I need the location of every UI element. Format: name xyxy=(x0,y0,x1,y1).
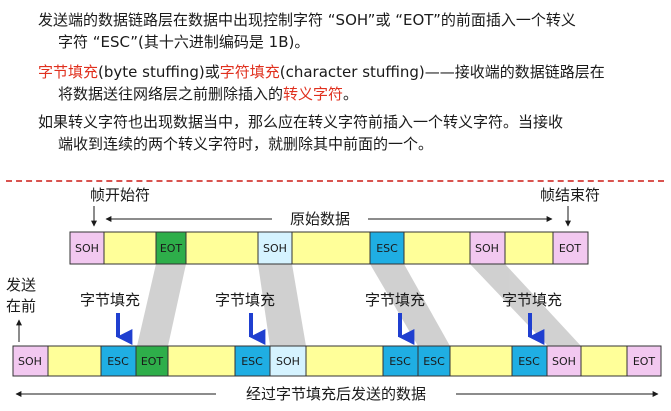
stuffed-esc-1-label: ESC xyxy=(107,355,129,368)
term-byte-stuffing-en: (byte stuffing)或 xyxy=(98,63,220,81)
para-1-line-2: 字符 “ESC”(其十六进制编码是 1B)。 xyxy=(58,33,310,51)
original-esc-data xyxy=(369,231,405,265)
para-3-line-1: 如果转义字符也出现数据当中，那么应在转义字符前插入一个转义字符。当接收 xyxy=(38,113,564,131)
para-3-line-2: 端收到连续的两个转义字符时，就删除其中前面的一个。 xyxy=(58,135,434,153)
connector-1 xyxy=(137,264,186,346)
stuffed-esc-3 xyxy=(382,345,419,377)
stuffed-esc-data xyxy=(417,345,451,377)
stuffed-eot-data-label: EOT xyxy=(141,355,164,368)
stuffing-label-1: 字节填充 xyxy=(80,291,140,309)
original-eot-end-label: EOT xyxy=(559,242,582,255)
stuffed-frame: SOH ESC EOT ESC SOH ESC ESC ESC SOH EOT xyxy=(12,345,662,377)
original-esc-data-label: ESC xyxy=(376,242,398,255)
original-soh-start xyxy=(69,231,105,265)
stuffing-callouts: 字节填充 字节填充 字节填充 字节填充 xyxy=(80,291,562,345)
term-character-stuffing: 字符填充 xyxy=(219,63,280,81)
original-soh-data-2-label: SOH xyxy=(475,242,499,255)
send-first-label-2: 在前 xyxy=(6,297,36,315)
para-2-line-2-a: 将数据送往网络层之前删除插入的 xyxy=(58,85,284,103)
stuffed-soh-data-label: SOH xyxy=(276,355,300,368)
stuffing-label-2: 字节填充 xyxy=(215,291,275,309)
connector-shadows xyxy=(137,264,581,346)
term-byte-stuffing: 字节填充 xyxy=(38,63,99,81)
original-soh-data-label: SOH xyxy=(263,242,287,255)
stuffed-esc-2 xyxy=(234,345,271,377)
para-2-line-1: 字节填充(byte stuffing)或字符填充(character stuff… xyxy=(38,62,605,82)
term-escape-char: 转义字符 xyxy=(283,85,344,103)
stuffed-esc-2-label: ESC xyxy=(241,355,263,368)
stuffed-data-label: 经过字节填充后发送的数据 xyxy=(246,385,426,403)
stuffed-soh-start-label: SOH xyxy=(18,355,42,368)
stuffed-esc-4-label: ESC xyxy=(518,355,540,368)
original-data-label: 原始数据 xyxy=(290,210,350,228)
original-soh-data-2 xyxy=(469,231,506,265)
stuffed-eot-end xyxy=(626,345,662,377)
stuffing-label-3: 字节填充 xyxy=(365,291,425,309)
stuffed-soh-data-2-label: SOH xyxy=(552,355,576,368)
frame-start-label: 帧开始符 xyxy=(90,186,150,204)
original-soh-data xyxy=(257,231,293,265)
stuffed-esc-3-label: ESC xyxy=(389,355,411,368)
stuffed-soh-data xyxy=(269,345,307,377)
para-1-line-1: 发送端的数据链路层在数据中出现控制字符 “SOH”或 “EOT”的前面插入一个转… xyxy=(38,11,576,29)
stuffed-eot-end-label: EOT xyxy=(633,355,656,368)
original-eot-end xyxy=(552,231,589,265)
stuffed-esc-data-label: ESC xyxy=(423,355,445,368)
send-first-label-1: 发送 xyxy=(6,276,36,294)
separator-dashed xyxy=(6,180,664,182)
connector-3 xyxy=(370,264,450,346)
original-soh-start-label: SOH xyxy=(75,242,99,255)
para-2-line-2-b: 。 xyxy=(343,85,359,103)
stuffed-soh-start xyxy=(12,345,49,377)
original-frame: SOH EOT SOH ESC SOH EOT xyxy=(69,231,589,265)
connector-2 xyxy=(258,264,306,346)
original-frame-body xyxy=(69,231,589,265)
para-2-line-1-rest: (character stuffing)——接收端的数据链路层在 xyxy=(279,63,605,81)
original-eot-data-label: EOT xyxy=(160,242,183,255)
frame-end-label: 帧结束符 xyxy=(540,186,600,204)
para-2-line-2: 将数据送往网络层之前删除插入的转义字符。 xyxy=(58,84,358,104)
original-eot-data xyxy=(155,231,187,265)
connector-4 xyxy=(470,264,581,346)
stuffed-eot-data xyxy=(135,345,169,377)
stuffing-label-4: 字节填充 xyxy=(502,291,562,309)
stuffed-soh-data-2 xyxy=(546,345,582,377)
